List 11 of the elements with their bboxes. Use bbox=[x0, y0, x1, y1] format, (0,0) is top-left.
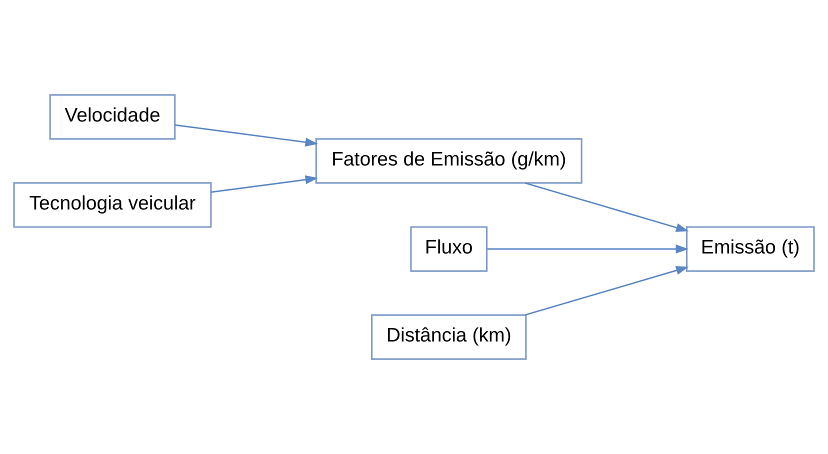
node-box: Distância (km) bbox=[371, 314, 527, 360]
arrow bbox=[524, 266, 689, 316]
node-box: Fluxo bbox=[410, 226, 488, 272]
node-box: Tecnologia veicular bbox=[13, 182, 212, 228]
arrow bbox=[487, 244, 689, 254]
node-box: Velocidade bbox=[49, 94, 176, 140]
node-box: Emissão (t) bbox=[686, 226, 815, 272]
arrow bbox=[174, 124, 318, 147]
arrow bbox=[211, 175, 318, 193]
arrow bbox=[524, 182, 689, 232]
node-box: Fatores de Emissão (g/km) bbox=[315, 138, 582, 184]
